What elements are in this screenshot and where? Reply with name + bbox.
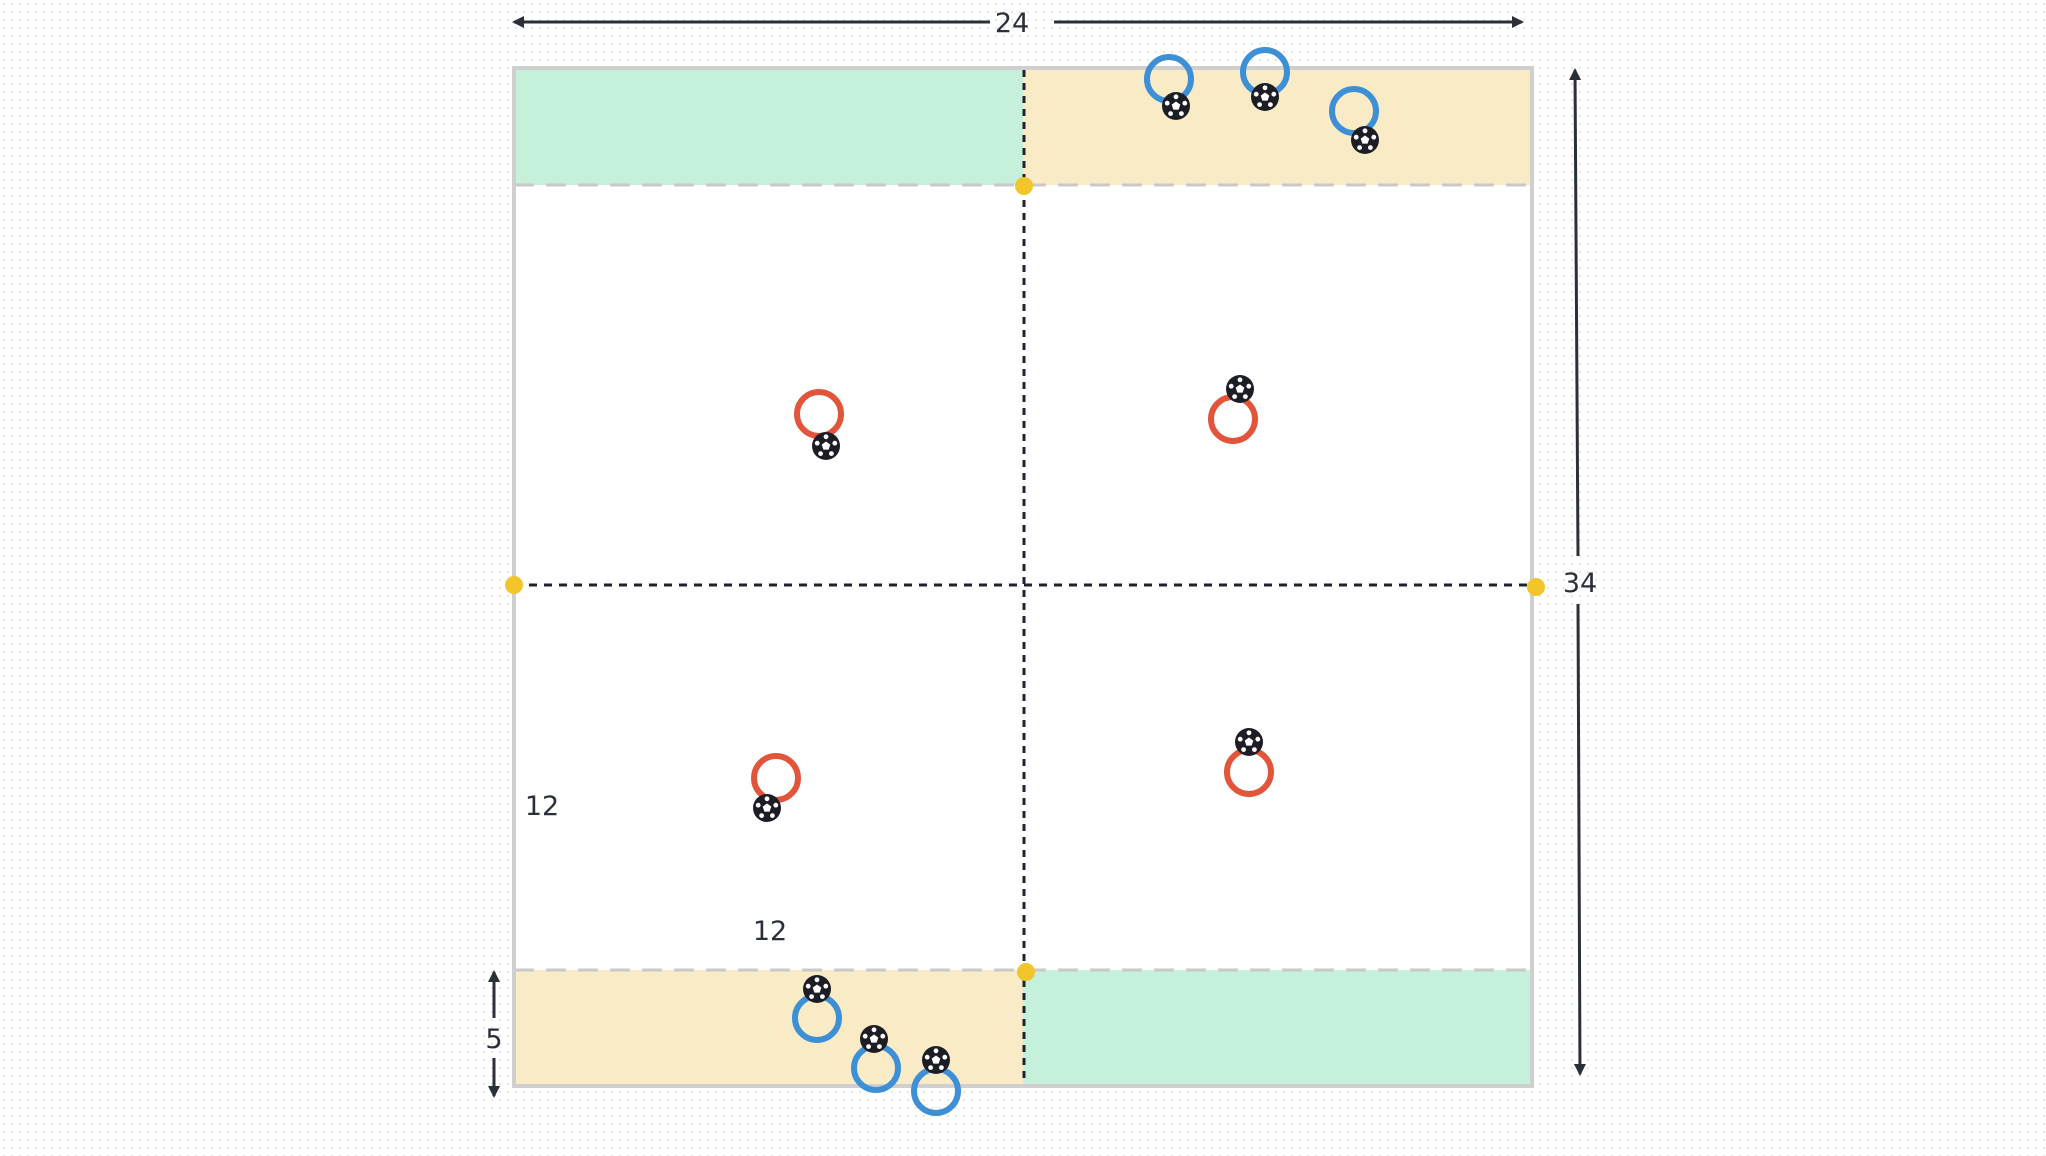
zone-depth-label: 5: [485, 1024, 502, 1055]
cone-top: [1015, 177, 1033, 195]
soccer-ball-icon: [1251, 83, 1279, 111]
soccer-ball-icon: [812, 432, 840, 460]
cone-bottom: [1017, 963, 1035, 981]
soccer-ball-icon: [1226, 375, 1254, 403]
attacker-bottom-3: [911, 1046, 961, 1116]
zone-top-left: [514, 68, 1023, 185]
cone-right: [1527, 578, 1545, 596]
soccer-ball-icon: [1351, 126, 1379, 154]
defender-bottom-right: [1224, 728, 1274, 797]
square-width-label: 12: [753, 916, 787, 947]
height-label: 34: [1563, 568, 1597, 599]
defender-top-left: [794, 389, 844, 460]
defender-bottom-left: [751, 753, 801, 822]
soccer-ball-icon: [922, 1046, 950, 1074]
defender-top-right: [1208, 375, 1258, 444]
zone-top-right: [1023, 68, 1532, 185]
soccer-ball-icon: [1162, 92, 1190, 120]
attacker-top-1: [1144, 54, 1194, 120]
zone-bottom-right: [1023, 970, 1532, 1086]
attacker-top-2: [1240, 47, 1290, 111]
soccer-ball-icon: [1235, 728, 1263, 756]
dimension-arrow-height: 34: [1563, 68, 1597, 1076]
soccer-ball-icon: [753, 794, 781, 822]
square-height-label: 12: [525, 791, 559, 822]
dimension-arrow-width: 24: [512, 8, 1524, 39]
cone-left: [505, 576, 523, 594]
attacker-bottom-2: [851, 1025, 901, 1093]
width-label: 24: [995, 8, 1029, 39]
attacker-bottom-1: [792, 975, 842, 1043]
soccer-ball-icon: [803, 975, 831, 1003]
attacker-top-3: [1329, 86, 1379, 154]
dimension-arrow-zone-depth: 5: [485, 970, 503, 1098]
soccer-ball-icon: [860, 1025, 888, 1053]
